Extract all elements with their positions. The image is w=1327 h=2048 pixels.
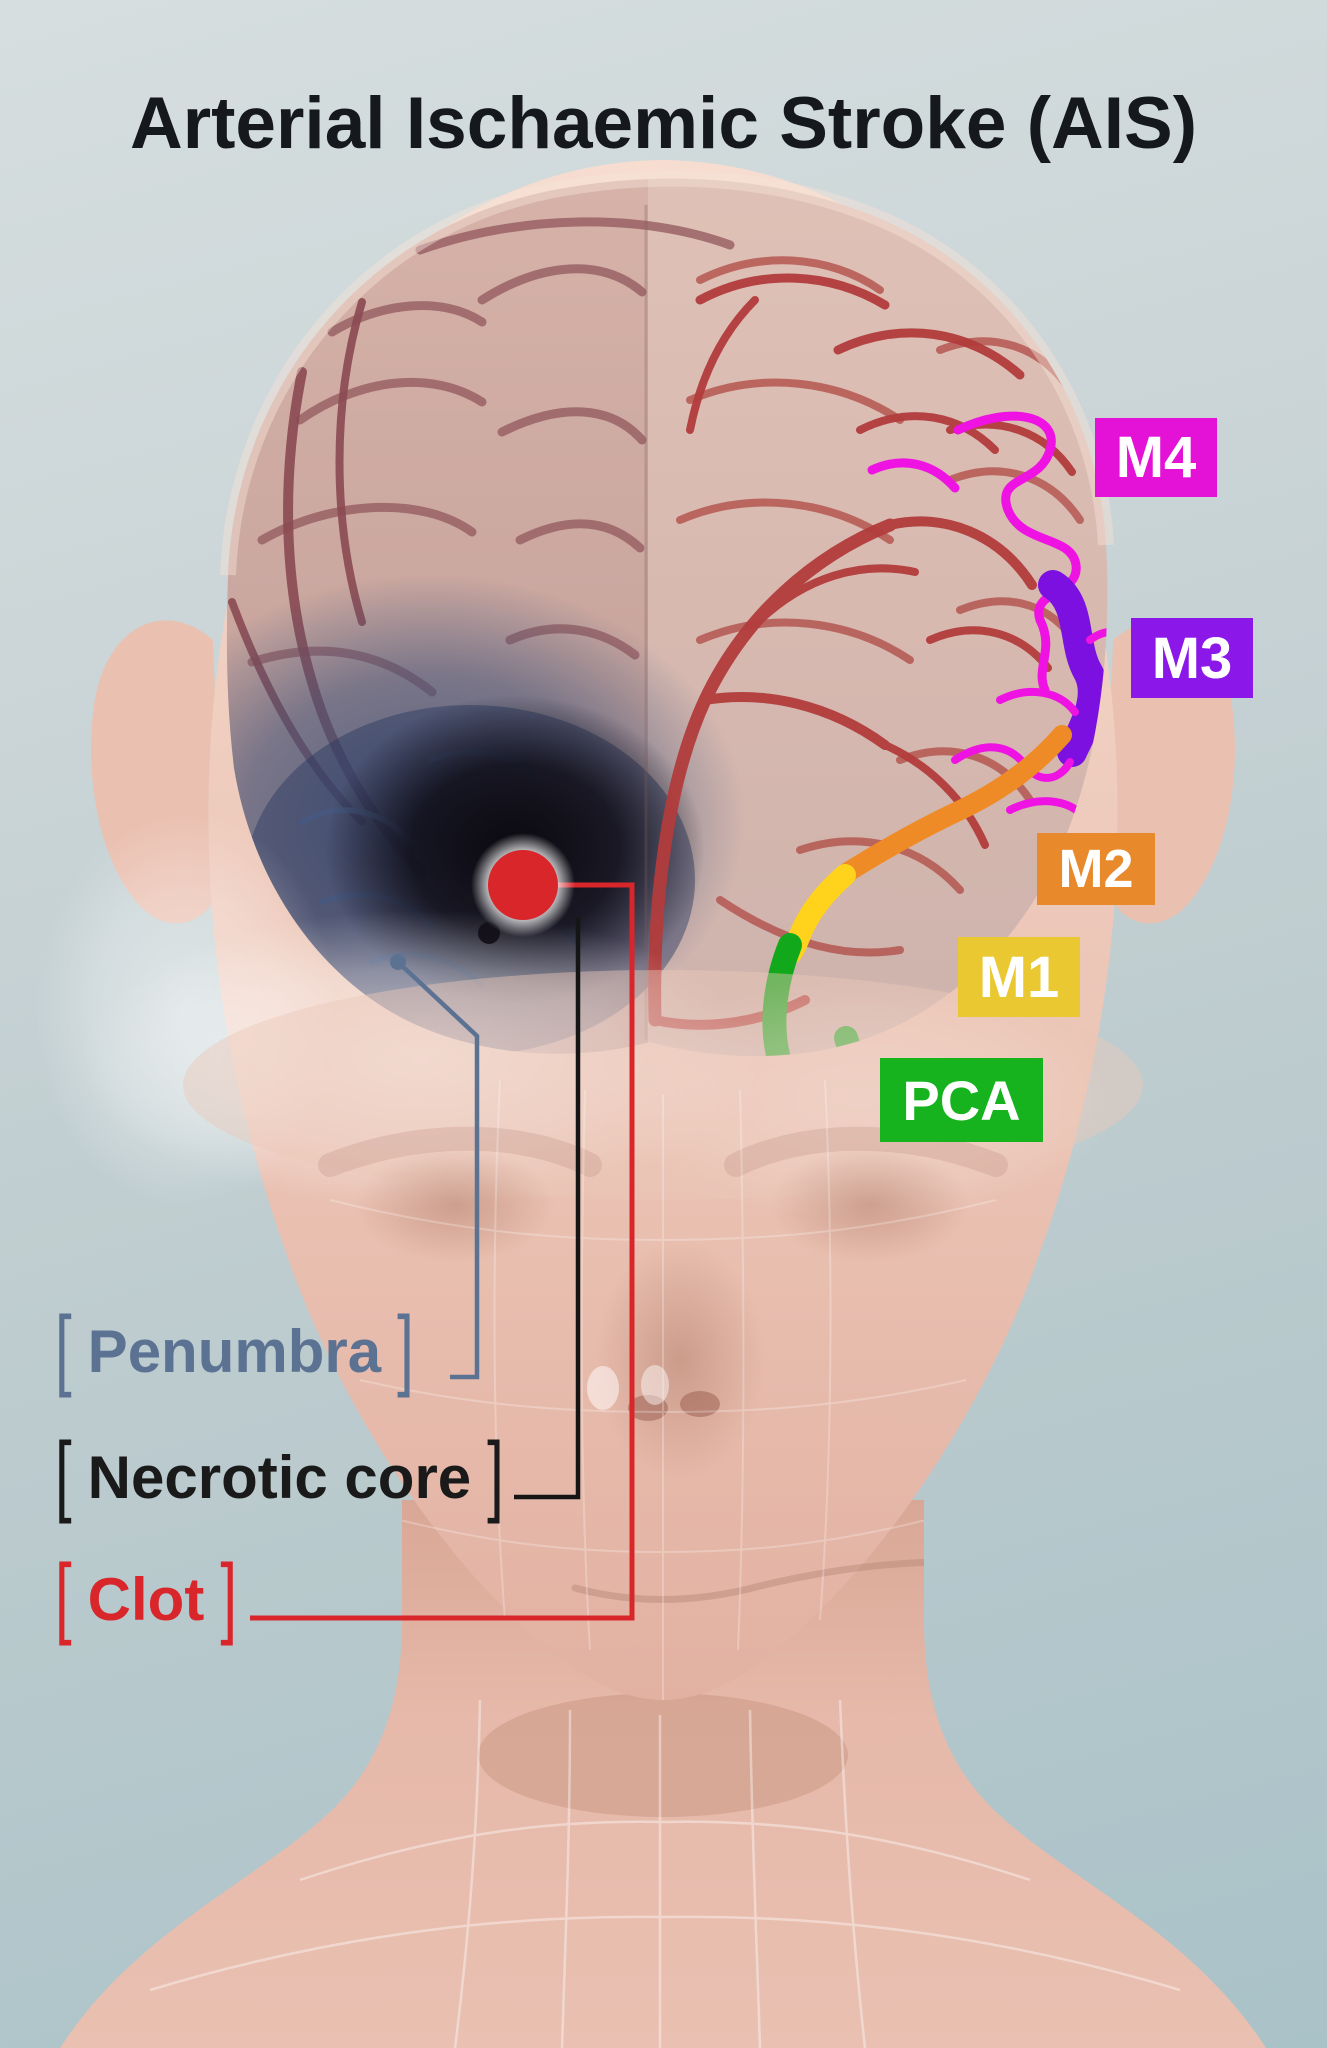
annotation-connectors	[250, 833, 635, 1621]
label-m2: M2	[1037, 833, 1155, 905]
clot-bracket-open: [	[55, 1546, 72, 1647]
clot-connector-line	[250, 882, 635, 1621]
clot-bracket-close: ]	[220, 1546, 237, 1647]
penumbra-bracket-open: [	[55, 1298, 72, 1399]
annotation-necrotic-core: [Necrotic core]	[55, 1424, 504, 1525]
neck-shoulders	[60, 1500, 1266, 2048]
page-title: Arterial Ischaemic Stroke (AIS)	[129, 83, 1198, 164]
label-pca: PCA	[880, 1058, 1043, 1142]
label-m4-text: M4	[1115, 425, 1197, 490]
annotation-penumbra: [Penumbra]	[55, 1298, 414, 1399]
necrotic-bracket-open: [	[55, 1424, 72, 1525]
annotation-clot: [Clot]	[55, 1546, 237, 1647]
necrotic-bracket-close: ]	[487, 1424, 504, 1525]
brain	[35, 170, 1143, 1220]
label-m4: M4	[1095, 418, 1217, 497]
label-pca-text: PCA	[902, 1068, 1021, 1132]
label-m3-text: M3	[1151, 625, 1233, 691]
skin-wireframe	[149, 1699, 1181, 2048]
clot-dot	[488, 850, 558, 920]
label-m2-text: M2	[1058, 839, 1134, 899]
nose-shadow	[595, 1240, 765, 1480]
label-m1-text: M1	[978, 944, 1060, 1010]
label-m1: M1	[958, 937, 1080, 1017]
penumbra-bracket-close: ]	[397, 1298, 414, 1399]
penumbra-connector-line	[396, 960, 480, 1380]
annotation-clot-text: Clot	[87, 1566, 205, 1633]
annotation-penumbra-text: Penumbra	[87, 1318, 382, 1385]
necrotic-core-connector-line	[514, 918, 581, 1500]
face-features	[149, 1079, 1181, 2048]
label-m3: M3	[1131, 618, 1253, 698]
annotation-necrotic-core-text: Necrotic core	[87, 1444, 472, 1511]
m2-artery-highlight	[838, 725, 1072, 882]
